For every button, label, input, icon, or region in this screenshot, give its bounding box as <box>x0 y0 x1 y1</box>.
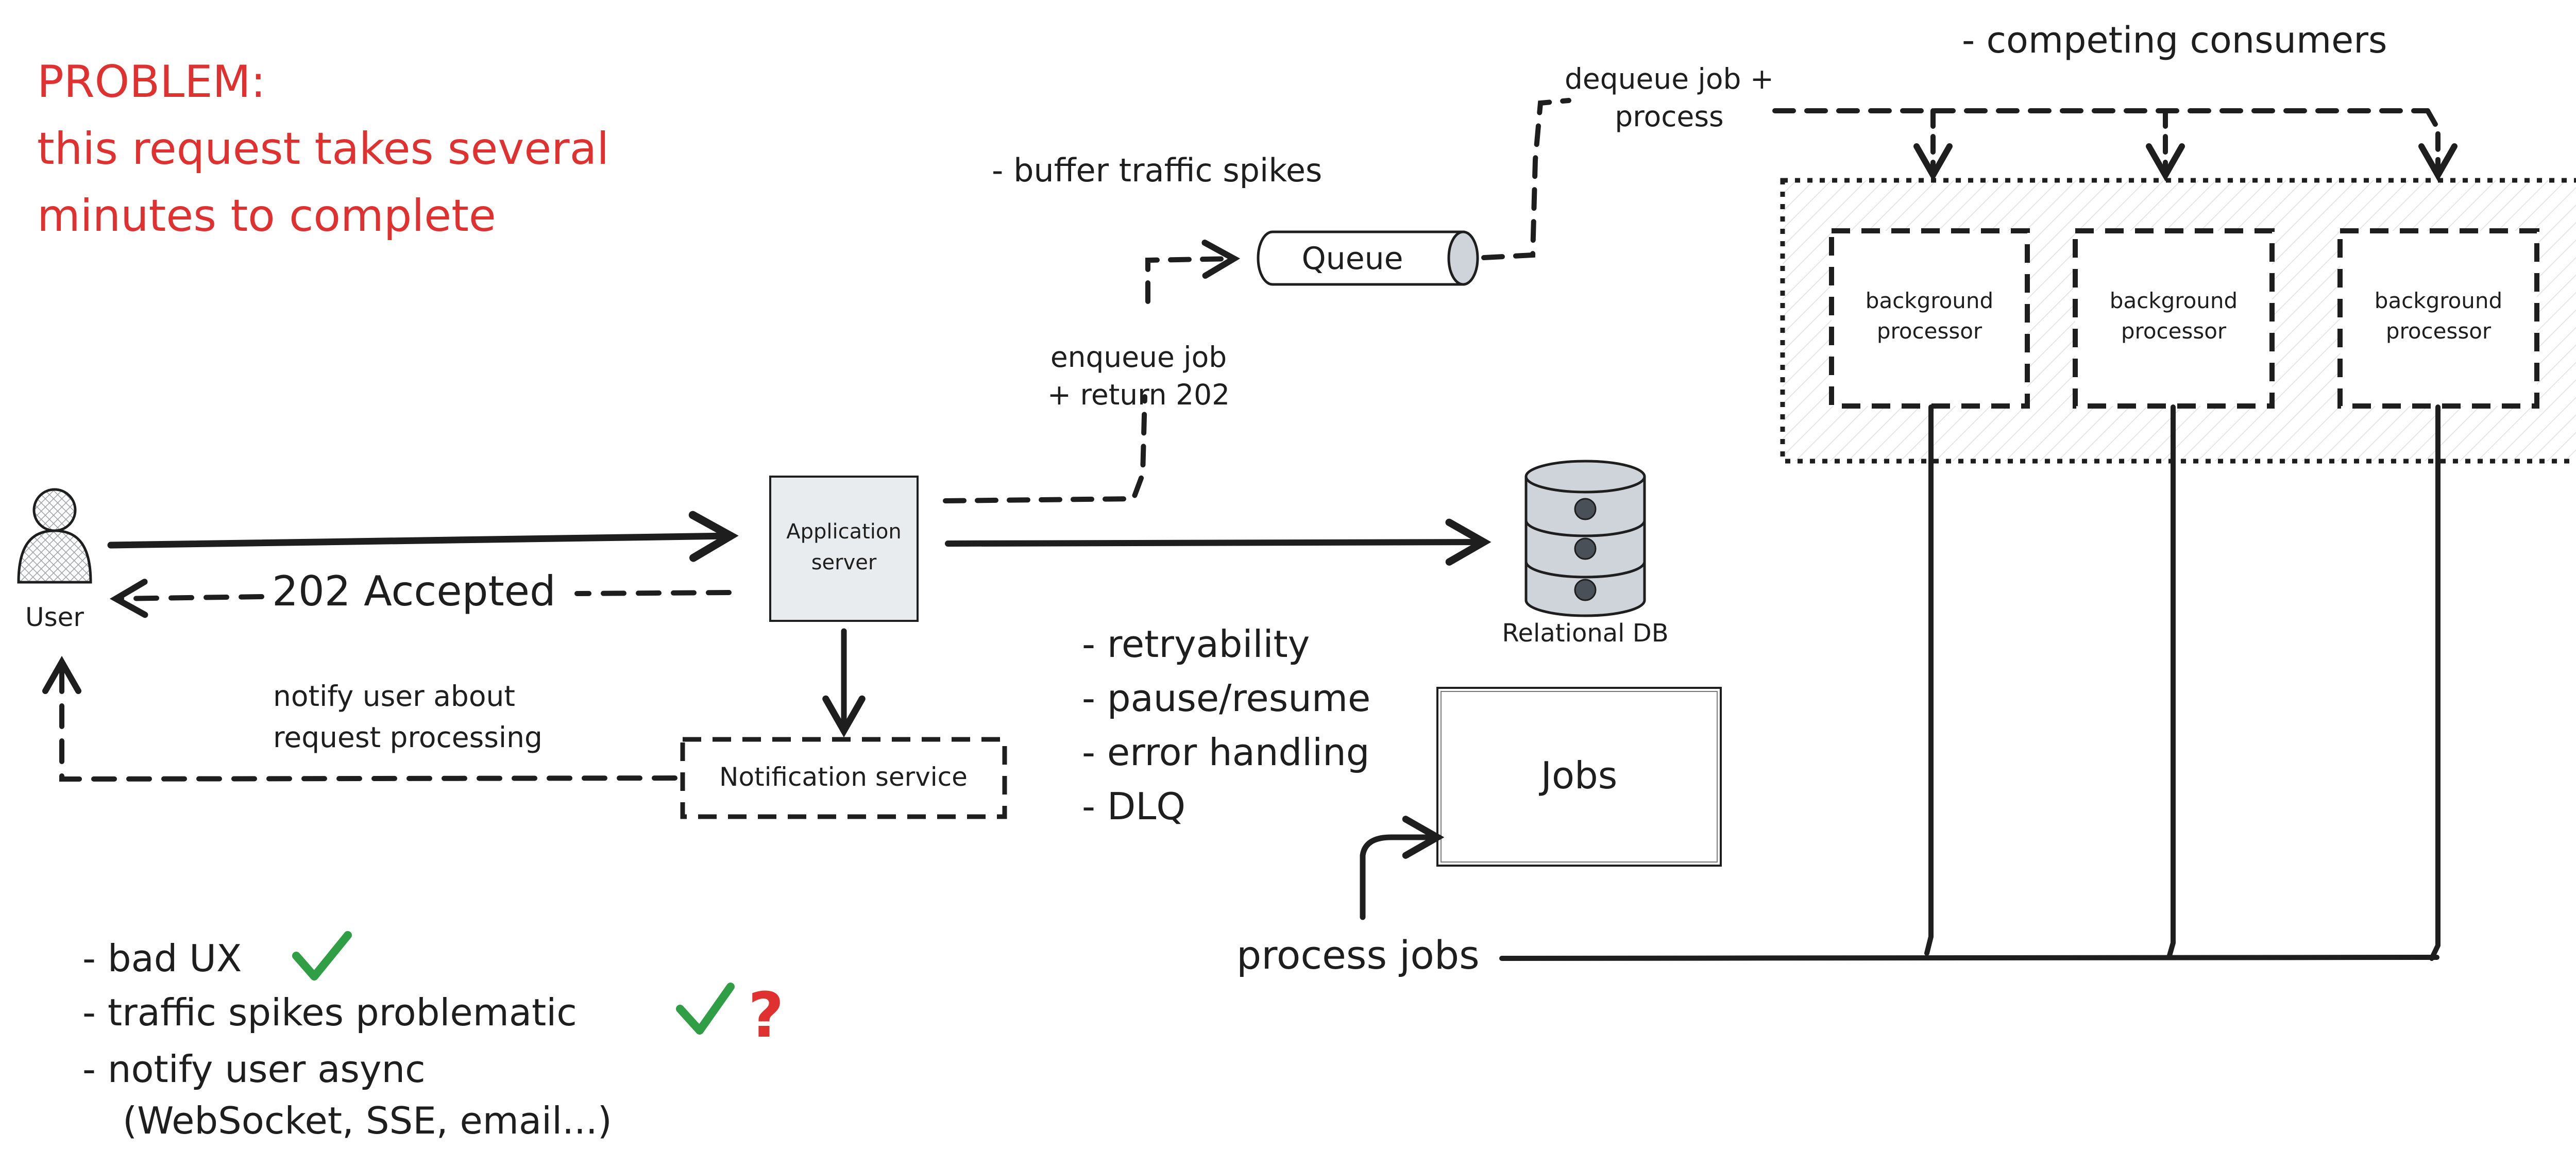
problem-statement: PROBLEM: this request takes several minu… <box>37 56 609 242</box>
problem-title: PROBLEM: <box>37 56 266 108</box>
db-benefit-item: - retryability <box>1082 622 1310 666</box>
queue-label: Queue <box>1301 241 1403 277</box>
notify-user-edge: notify user about request processing <box>42 655 677 782</box>
queue-node: Queue <box>1257 230 1479 286</box>
checkmark-icon <box>292 931 352 981</box>
bg-processor-1-label-1: background <box>1866 288 1993 313</box>
background-processor-3 <box>2337 228 2539 409</box>
database-icon <box>1524 460 1646 494</box>
bg-processor-3-label-1: background <box>2375 288 2502 313</box>
checkmark-icon <box>676 983 735 1035</box>
notify-label-1: notify user about <box>273 680 515 713</box>
request-arrow <box>107 511 739 562</box>
relational-db-node: Relational DB <box>1502 460 1669 648</box>
jobs-label: Jobs <box>1539 754 1618 797</box>
relational-db-label: Relational DB <box>1502 619 1668 648</box>
process-jobs-label: process jobs <box>1236 932 1480 978</box>
accepted-edge: 202 Accepted <box>109 567 732 618</box>
consumers-group: background processor background processo… <box>1780 178 2576 464</box>
enqueue-label-1: enqueue job <box>1050 341 1227 374</box>
bad-ux-note: - bad UX <box>82 937 242 980</box>
application-server-label-1: Application <box>786 520 902 544</box>
dequeue-edge: dequeue job + process <box>1481 62 2458 260</box>
notification-service-node: Notification service <box>680 737 1007 819</box>
bg-processor-3-label-2: processor <box>2386 318 2492 344</box>
enqueue-label-2: + return 202 <box>1047 378 1230 411</box>
bg-processor-1-label-2: processor <box>1877 318 1982 344</box>
enqueue-edge: enqueue job + return 202 <box>943 240 1241 503</box>
user-node: User <box>17 488 92 632</box>
traffic-spikes-note: - traffic spikes problematic <box>82 991 577 1034</box>
notification-service-label: Notification service <box>719 762 968 792</box>
dequeue-label-1: dequeue job + <box>1565 62 1774 95</box>
bg-processor-2-label-1: background <box>2110 288 2238 313</box>
notify-label-2: request processing <box>273 721 543 754</box>
notify-async-detail: (WebSocket, SSE, email...) <box>123 1099 612 1142</box>
queue-body <box>1257 230 1465 286</box>
application-server-node: Application server <box>769 476 919 622</box>
queue-end <box>1447 230 1479 286</box>
jobs-box <box>1436 687 1722 867</box>
process-jobs-edge: process jobs <box>1236 404 2441 978</box>
application-server-label-2: server <box>811 551 877 574</box>
accepted-label: 202 Accepted <box>272 567 556 615</box>
db-benefit-item: - error handling <box>1082 731 1370 774</box>
problem-line-1: this request takes several <box>37 123 609 175</box>
notification-service-box <box>680 737 1007 819</box>
user-body-icon <box>17 529 92 584</box>
dequeue-label-2: process <box>1615 100 1723 133</box>
background-processor-1 <box>1829 228 2030 409</box>
notify-async-note: - notify user async <box>82 1047 426 1091</box>
user-head-icon <box>32 488 77 532</box>
app-to-db-arrow <box>945 518 1492 566</box>
bg-processor-2-label-2: processor <box>2121 318 2227 344</box>
db-benefit-item: - pause/resume <box>1082 677 1370 720</box>
question-mark-icon: ? <box>748 980 784 1052</box>
buffer-note: - buffer traffic spikes <box>992 151 1322 189</box>
application-server-box <box>769 476 919 622</box>
competing-consumers-note: - competing consumers <box>1962 19 2387 61</box>
db-benefits-list: - retryability - pause/resume - error ha… <box>1082 622 1370 828</box>
problem-line-2: minutes to complete <box>37 190 496 242</box>
db-benefit-item: - DLQ <box>1082 785 1185 828</box>
user-label: User <box>25 602 84 632</box>
conclusions-list: - bad UX - traffic spikes problematic ? … <box>82 931 784 1142</box>
jobs-node: Jobs <box>1436 687 1722 867</box>
background-processor-2 <box>2073 228 2275 409</box>
